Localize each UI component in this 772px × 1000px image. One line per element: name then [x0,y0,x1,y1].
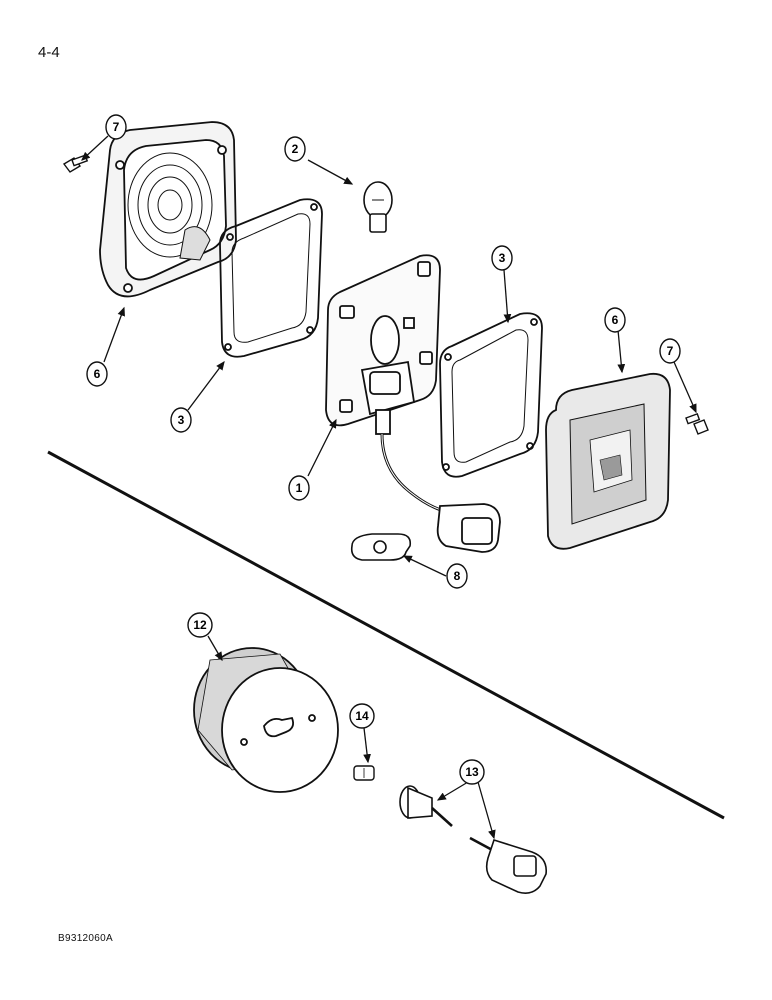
screw-right-part [685,412,709,435]
svg-text:6: 6 [612,313,619,327]
svg-text:7: 7 [667,344,674,358]
figure-code: B9312060A [58,933,113,944]
callout-6-right: 6 [604,307,626,333]
housing-part [99,121,237,298]
leader-lines [81,135,697,840]
svg-text:7: 7 [113,120,120,134]
svg-text:6: 6 [94,367,101,381]
round-lamp-part [193,647,339,793]
callout-14: 14 [349,703,375,729]
callout-13: 13 [459,759,485,785]
bulb-part [363,181,393,233]
seal-part [350,533,412,561]
svg-text:2: 2 [292,142,299,156]
callout-8: 8 [446,563,468,589]
socket-part [399,785,453,827]
callout-2: 2 [284,136,306,162]
small-bulb-part [353,765,375,781]
svg-text:3: 3 [499,251,506,265]
page-number: 4-4 [38,44,60,61]
gasket-left-part [219,198,323,358]
lens-part [545,372,671,550]
callout-7-right: 7 [659,338,681,364]
svg-text:3: 3 [178,413,185,427]
callout-7-top: 7 [105,114,127,140]
svg-text:12: 12 [193,618,207,632]
svg-text:1: 1 [296,481,303,495]
callout-6-left: 6 [86,361,108,387]
gasket-right-part [439,312,543,478]
callout-3-right: 3 [491,245,513,271]
svg-text:13: 13 [465,765,479,779]
callout-3-left: 3 [170,407,192,433]
connector-part [469,836,548,894]
callout-12: 12 [187,612,213,638]
svg-text:8: 8 [454,569,461,583]
lamp-base-part [325,254,501,553]
section-divider [47,450,725,820]
svg-text:14: 14 [355,709,369,723]
callout-1: 1 [288,475,310,501]
